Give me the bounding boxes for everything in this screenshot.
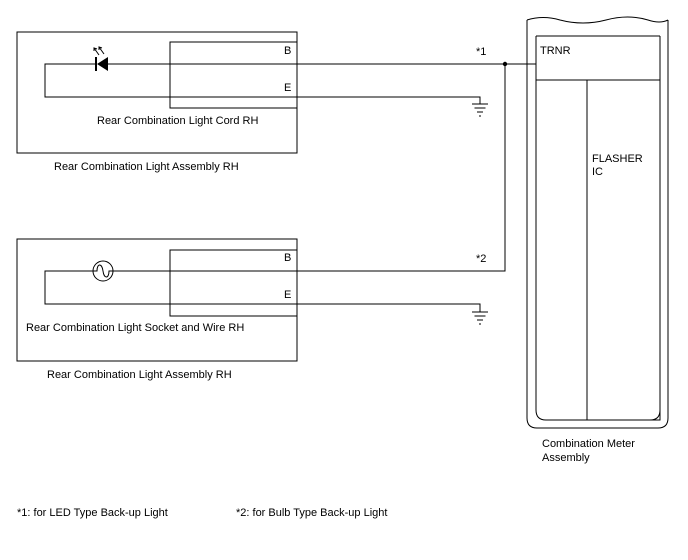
lower-circuit-wiring [44,270,481,312]
footnote-bulb: *2: for Bulb Type Back-up Light [236,507,387,519]
bulb-icon [92,260,114,282]
meter-inner-frame [535,36,661,421]
lower-feed-wire [113,64,506,272]
trnr-terminal-label: TRNR [540,45,571,57]
lower-wire-note: *2 [476,253,486,265]
lower-ground-icon [472,311,488,325]
upper-circuit-wiring [44,63,505,104]
lower-pin-e: E [284,289,291,301]
upper-connector-box [169,41,298,109]
lower-assembly-frame [16,238,298,362]
footnote-led: *1: for LED Type Back-up Light [17,507,168,519]
flasher-ic-label-1: FLASHER [592,153,643,165]
upper-assembly-frame [16,31,298,154]
upper-pin-b: B [284,45,291,57]
meter-assembly-frame [526,20,669,429]
lower-assembly-label: Rear Combination Light Assembly RH [47,369,232,381]
lower-connector-box [169,249,298,317]
lower-socket-label: Rear Combination Light Socket and Wire R… [26,322,244,334]
upper-cord-label: Rear Combination Light Cord RH [97,115,258,127]
flasher-ic-label-2: IC [592,166,603,178]
upper-pin-e: E [284,82,291,94]
led-icon [93,46,108,71]
lower-pin-b: B [284,252,291,264]
upper-ground-icon [472,103,488,117]
upper-assembly-label: Rear Combination Light Assembly RH [54,161,239,173]
meter-assembly-label-2: Assembly [542,452,590,464]
meter-assembly-label-1: Combination Meter [542,438,635,450]
flasher-ic-box [586,79,661,421]
upper-wire-note: *1 [476,46,486,58]
meter-cut-line [526,16,669,24]
